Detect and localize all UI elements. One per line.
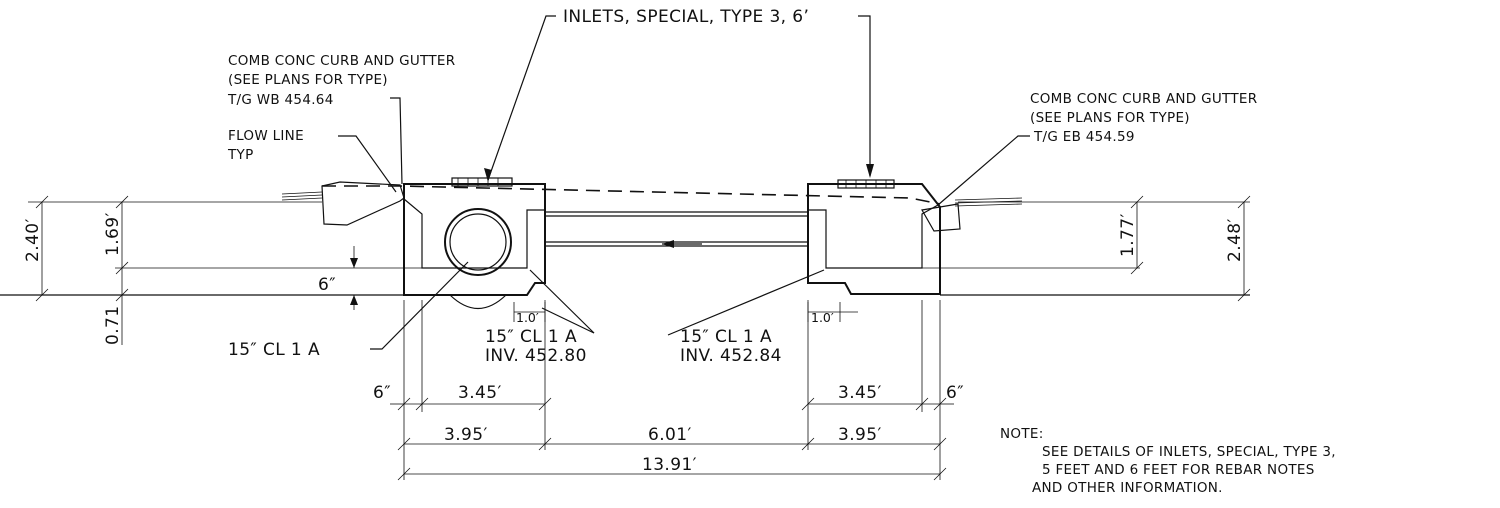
right-grate bbox=[837, 179, 895, 189]
connecting-pipe bbox=[545, 211, 808, 247]
grade-dashed-line bbox=[322, 185, 941, 205]
dim-row2-middle: 6.01′ bbox=[648, 425, 692, 445]
pipe-mid-left-label-line2: INV. 452.80 bbox=[485, 346, 587, 366]
pipe-left-label: 15″ CL 1 A bbox=[228, 340, 320, 360]
note-heading: NOTE: bbox=[1000, 426, 1044, 442]
right-inlet-box bbox=[807, 183, 941, 295]
dim-row1-left-edge: 6″ bbox=[373, 383, 391, 403]
inlet-title-label: INLETS, SPECIAL, TYPE 3, 6’ bbox=[563, 7, 809, 27]
dim-row1-right-edge: 6″ bbox=[946, 383, 964, 403]
annotation-labels: INLETS, SPECIAL, TYPE 3, 6’ COMB CONC CU… bbox=[227, 7, 1257, 366]
pavement-left bbox=[281, 191, 323, 201]
flow-line-label-line2: TYP bbox=[227, 147, 254, 163]
pipe-mid-right-label-line2: INV. 452.84 bbox=[680, 346, 782, 366]
dimension-lines bbox=[35, 195, 1251, 481]
leaders bbox=[338, 15, 1030, 350]
flow-arrow bbox=[662, 240, 702, 248]
flow-line-label-line1: FLOW LINE bbox=[228, 128, 304, 144]
left-inlet-inner bbox=[403, 198, 545, 269]
right-inlet-inner bbox=[808, 204, 939, 269]
pipe-mid-right-label-line1: 15″ CL 1 A bbox=[680, 327, 772, 347]
dim-row2-right: 3.95′ bbox=[838, 425, 882, 445]
note-line3: AND OTHER INFORMATION. bbox=[1032, 480, 1223, 496]
dim-row2-left: 3.95′ bbox=[444, 425, 488, 445]
dim-row1-left-inside: 3.45′ bbox=[458, 383, 502, 403]
dim-left-height-total: 2.40′ bbox=[23, 218, 43, 262]
note-block: NOTE: SEE DETAILS OF INLETS, SPECIAL, TY… bbox=[1000, 426, 1336, 496]
dim-right-step: 1.0′ bbox=[811, 310, 834, 325]
left-inlet-pipe bbox=[444, 208, 512, 309]
dim-left-step: 1.0′ bbox=[516, 310, 539, 325]
tg-eb-label: T/G EB 454.59 bbox=[1033, 129, 1135, 145]
dim-right-height-total: 2.48′ bbox=[1225, 218, 1245, 262]
structure-geometry bbox=[0, 177, 1250, 309]
right-curb-gutter bbox=[921, 203, 961, 232]
dim-left-height-upper: 1.69′ bbox=[103, 212, 123, 256]
curb-left-label-line1: COMB CONC CURB AND GUTTER bbox=[228, 53, 455, 69]
curb-right-label-line1: COMB CONC CURB AND GUTTER bbox=[1030, 91, 1257, 107]
note-line2: 5 FEET AND 6 FEET FOR REBAR NOTES bbox=[1042, 462, 1315, 478]
dim-left-six-inch: 6″ bbox=[318, 275, 336, 295]
dim-left-height-lower: 0.71 bbox=[103, 306, 123, 345]
curb-left-label-line2: (SEE PLANS FOR TYPE) bbox=[228, 72, 388, 88]
dim-row3-total: 13.91′ bbox=[642, 455, 697, 475]
pipe-mid-left-label-line1: 15″ CL 1 A bbox=[485, 327, 577, 347]
dim-row1-right-inside: 3.45′ bbox=[838, 383, 882, 403]
left-curb-gutter bbox=[321, 181, 405, 226]
tg-wb-label: T/G WB 454.64 bbox=[227, 92, 334, 108]
dimension-labels: 2.40′ 1.69′ 0.71 6″ 1.77′ 2.48′ 1.0′ 1.0… bbox=[23, 212, 1245, 475]
note-line1: SEE DETAILS OF INLETS, SPECIAL, TYPE 3, bbox=[1042, 444, 1336, 460]
left-inlet-box bbox=[403, 183, 546, 296]
curb-right-label-line2: (SEE PLANS FOR TYPE) bbox=[1030, 110, 1190, 126]
dim-right-height-upper: 1.77′ bbox=[1118, 213, 1138, 257]
